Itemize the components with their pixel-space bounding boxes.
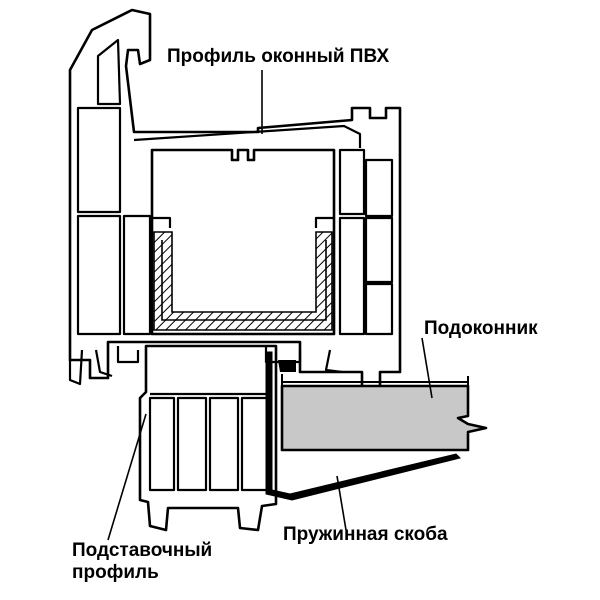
base-profile-label: Подставочный профиль [72,540,212,584]
leader-lines [107,70,433,541]
spring-bracket [265,351,461,501]
spring-bracket-label: Пружинная скоба [283,524,448,545]
window-sill-label: Подоконник [424,318,538,339]
window-profile-label: Профиль оконный ПВХ [167,46,390,67]
base-profile-label-line1: Подставочный [72,540,213,561]
base-profile-label-line2: профиль [72,562,159,583]
window-sill [280,374,488,452]
base-profile [116,344,302,532]
central-chamber [150,148,336,336]
